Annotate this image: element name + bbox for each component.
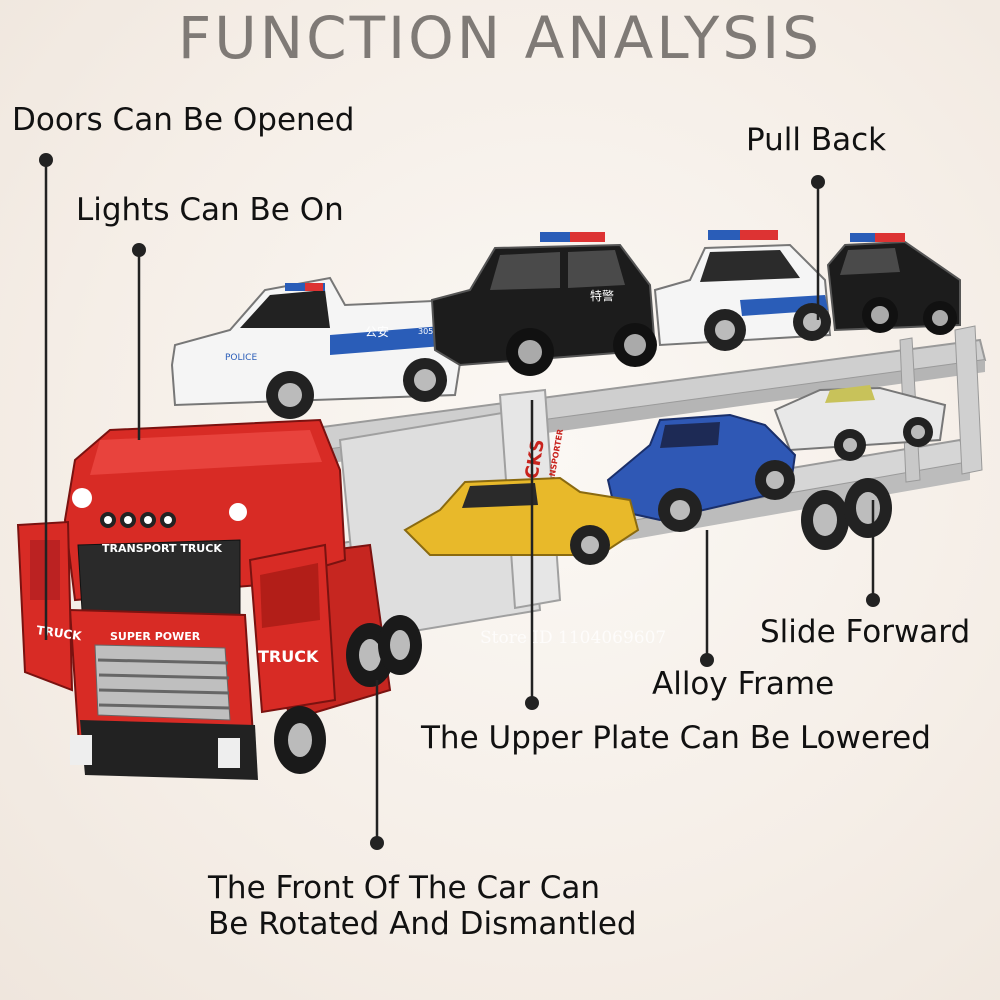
tejing-text: 特警 — [590, 288, 614, 303]
label-lights: Lights Can Be On — [76, 192, 344, 228]
store-watermark: Store ID 1104069607 — [480, 628, 667, 648]
label-pull-back: Pull Back — [746, 122, 887, 158]
upper-car-black-suv — [430, 232, 657, 376]
truck-door-label: TRUCK — [36, 623, 83, 643]
red-cab — [16, 418, 422, 780]
page-title: FUNCTION ANALYSIS — [177, 4, 823, 72]
label-alloy-frame: Alloy Frame — [652, 666, 835, 702]
truck-side-label: TRUCK — [258, 647, 319, 666]
label-doors: Doors Can Be Opened — [12, 102, 355, 138]
upper-car-white-suv — [653, 230, 832, 351]
car-number: 3056 — [418, 327, 438, 336]
label-front-rotated: The Front Of The Car Can Be Rotated And … — [208, 870, 637, 942]
lower-car-yellow-pickup — [403, 476, 640, 565]
gongan-text-1: 公安 — [365, 324, 389, 339]
callout-lines — [39, 153, 880, 850]
police-text-1: POLICE — [225, 353, 257, 363]
label-front-line2: Be Rotated And Dismantled — [208, 906, 637, 942]
label-front-line1: The Front Of The Car Can — [208, 870, 600, 906]
super-power-label: SUPER POWER — [110, 630, 201, 643]
label-upper-plate: The Upper Plate Can Be Lowered — [421, 720, 931, 756]
lower-car-blue-pickup — [606, 413, 797, 532]
label-slide-forward: Slide Forward — [760, 614, 971, 650]
lower-car-white-green — [773, 385, 947, 461]
transport-truck-label: TRANSPORT TRUCK — [102, 542, 222, 555]
upper-car-black-pickup — [826, 233, 961, 335]
upper-car-white-pickup — [170, 276, 464, 419]
